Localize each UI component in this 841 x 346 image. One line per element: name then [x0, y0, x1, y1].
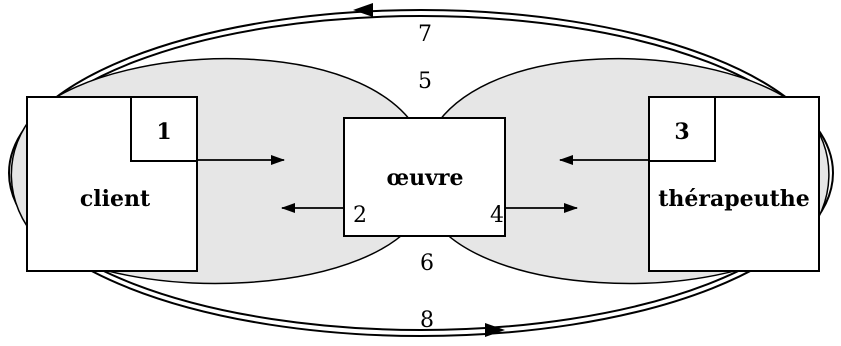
label-4: 4 [490, 203, 504, 228]
client-number: 1 [156, 119, 171, 145]
therapeute-number: 3 [674, 119, 689, 145]
therapeute-number-box [648, 96, 716, 162]
client-number-box [130, 96, 198, 162]
label-2: 2 [353, 203, 367, 228]
loop-arrowhead-bottom [485, 323, 505, 337]
loop-arrowhead-top [353, 3, 373, 17]
label-5: 5 [418, 69, 432, 94]
label-6: 6 [420, 251, 434, 276]
oeuvre-label: œuvre [387, 165, 464, 191]
outer-loop-ellipse-outer [8, 9, 834, 337]
label-7: 7 [418, 22, 432, 47]
oeuvre-box [343, 117, 506, 237]
label-8: 8 [420, 308, 434, 333]
client-label: client [80, 186, 151, 212]
therapeute-label: thérapeuthe [658, 186, 810, 212]
